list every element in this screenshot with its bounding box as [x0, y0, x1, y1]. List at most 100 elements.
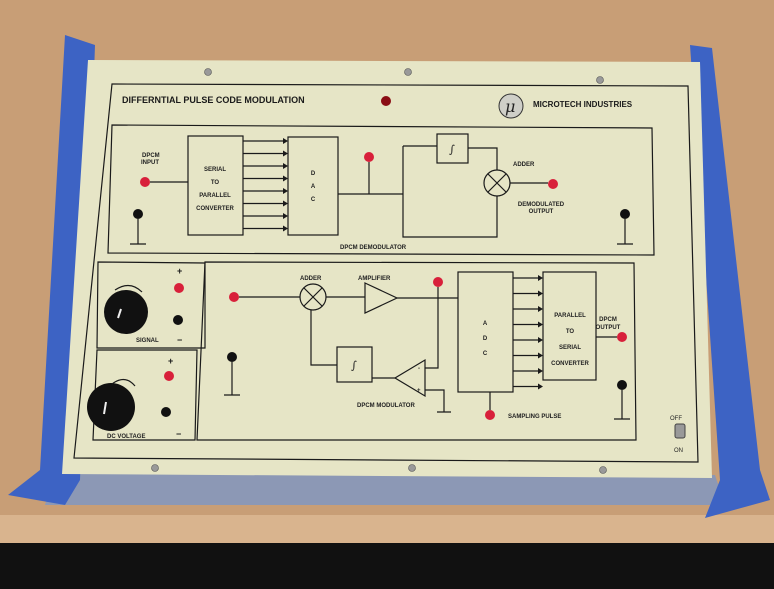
dpcm-output-jack[interactable] [617, 332, 627, 342]
integrator-block [336, 346, 373, 383]
signal-minus-jack[interactable] [173, 315, 183, 325]
signal-knob[interactable] [104, 290, 148, 334]
svg-text:PARALLEL: PARALLEL [199, 193, 231, 199]
svg-text:C: C [311, 197, 316, 203]
arrow-head-icon [538, 306, 543, 312]
svg-text:PARALLEL: PARALLEL [554, 313, 586, 319]
logo-glyph: μ [505, 97, 515, 116]
svg-text:-: - [418, 366, 420, 372]
svg-text:SIGNAL: SIGNAL [136, 338, 159, 344]
svg-text:SERIAL: SERIAL [559, 345, 581, 351]
svg-text:C: C [483, 351, 488, 357]
signal-plus-jack[interactable] [174, 283, 184, 293]
brand-name: MICROTECH INDUSTRIES [533, 100, 633, 109]
svg-text:A: A [483, 321, 488, 327]
table-edge [0, 540, 774, 589]
svg-text:OFF: OFF [670, 416, 682, 422]
signal-block: + SIGNAL − [96, 261, 206, 349]
demodulator-label: DPCM DEMODULATOR [340, 245, 407, 251]
ground-jack[interactable] [617, 380, 627, 390]
arrow-head-icon [538, 368, 543, 374]
base-chassis [45, 470, 725, 505]
svg-text:−: − [177, 335, 182, 345]
modulator-section: ADDER AMPLIFIER - + ∫ A D C PARALLEL TO … [196, 261, 637, 441]
arrow-head-icon [538, 337, 543, 343]
dc-plus-jack[interactable] [164, 371, 174, 381]
arrow-head-icon [283, 225, 288, 232]
dc-minus-jack[interactable] [161, 407, 171, 417]
svg-text:ADDER: ADDER [300, 276, 322, 282]
screw-icon [599, 466, 607, 474]
svg-text:OUTPUT: OUTPUT [529, 209, 554, 215]
dc-voltage-block: + DC VOLTAGE − [87, 349, 198, 441]
serial-to-parallel-block [187, 135, 244, 236]
screws [151, 68, 607, 474]
right-blue-rail [690, 45, 770, 518]
modulator-input-jack[interactable] [229, 292, 239, 302]
panel-title: DIFFERNTIAL PULSE CODE MODULATION [122, 95, 305, 105]
svg-text:OUTPUT: OUTPUT [596, 325, 621, 331]
svg-text:TO: TO [211, 180, 220, 186]
svg-text:DPCM: DPCM [142, 153, 160, 159]
amplifier-symbol [364, 282, 399, 314]
demodulator-section: DPCM INPUT SERIAL TO PARALLEL CONVERTER … [107, 124, 655, 256]
svg-text:D: D [483, 336, 488, 342]
svg-text:+: + [177, 266, 182, 276]
ground-jack[interactable] [227, 352, 237, 362]
logo [498, 93, 524, 119]
svg-text:DEMODULATED: DEMODULATED [518, 202, 565, 208]
arrow-head-icon [283, 188, 288, 194]
panel-face [62, 60, 712, 478]
screw-icon [596, 76, 604, 84]
arrow-head-icon [538, 352, 543, 359]
arrow-head-icon [283, 150, 288, 157]
svg-text:ON: ON [674, 448, 683, 454]
dpcm-input-jack[interactable] [140, 177, 150, 187]
arrow-head-icon [538, 290, 543, 297]
svg-text:−: − [176, 429, 181, 439]
svg-text:A: A [311, 184, 316, 190]
svg-text:D: D [311, 171, 316, 177]
demodulated-output-jack[interactable] [548, 179, 558, 189]
svg-text:TO: TO [566, 329, 575, 335]
svg-text:CONVERTER: CONVERTER [551, 361, 589, 367]
svg-text:AMPLIFIER: AMPLIFIER [358, 276, 391, 282]
power-led [381, 96, 391, 106]
svg-text:INPUT: INPUT [141, 160, 159, 166]
screw-icon [204, 68, 212, 76]
modulator-label: DPCM MODULATOR [357, 403, 415, 409]
svg-text:DC VOLTAGE: DC VOLTAGE [107, 434, 145, 440]
arrow-head-icon [283, 200, 288, 207]
arrow-head-icon [283, 163, 288, 169]
arrow-head-icon [538, 275, 543, 281]
svg-text:SAMPLING PULSE: SAMPLING PULSE [508, 414, 561, 420]
svg-text:+: + [168, 356, 173, 366]
amplifier-output-jack[interactable] [433, 277, 443, 287]
svg-text:CONVERTER: CONVERTER [196, 206, 234, 212]
screw-icon [151, 464, 159, 472]
integrator-block [436, 133, 469, 164]
parallel-to-serial-block [542, 271, 597, 381]
power-toggle-switch[interactable] [674, 423, 686, 439]
svg-text:DPCM: DPCM [599, 317, 617, 323]
svg-text:+: + [417, 388, 421, 394]
svg-text:ADDER: ADDER [513, 162, 535, 168]
screw-icon [404, 68, 412, 76]
ground-jack[interactable] [620, 209, 630, 219]
ground-jack[interactable] [133, 209, 143, 219]
arrow-head-icon [283, 213, 288, 219]
svg-text:∫: ∫ [351, 359, 357, 372]
arrow-head-icon [283, 175, 288, 182]
screw-icon [408, 464, 416, 472]
arrow-head-icon [538, 321, 543, 328]
outer-frame [73, 83, 699, 463]
dc-voltage-knob[interactable] [87, 383, 135, 431]
svg-text:∫: ∫ [449, 143, 455, 156]
sampling-pulse-jack[interactable] [485, 410, 495, 420]
arrow-head-icon [283, 138, 288, 144]
dac-output-jack[interactable] [364, 152, 374, 162]
subtractor-symbol [393, 358, 426, 398]
arrow-head-icon [538, 383, 543, 390]
adc-block [457, 271, 514, 393]
